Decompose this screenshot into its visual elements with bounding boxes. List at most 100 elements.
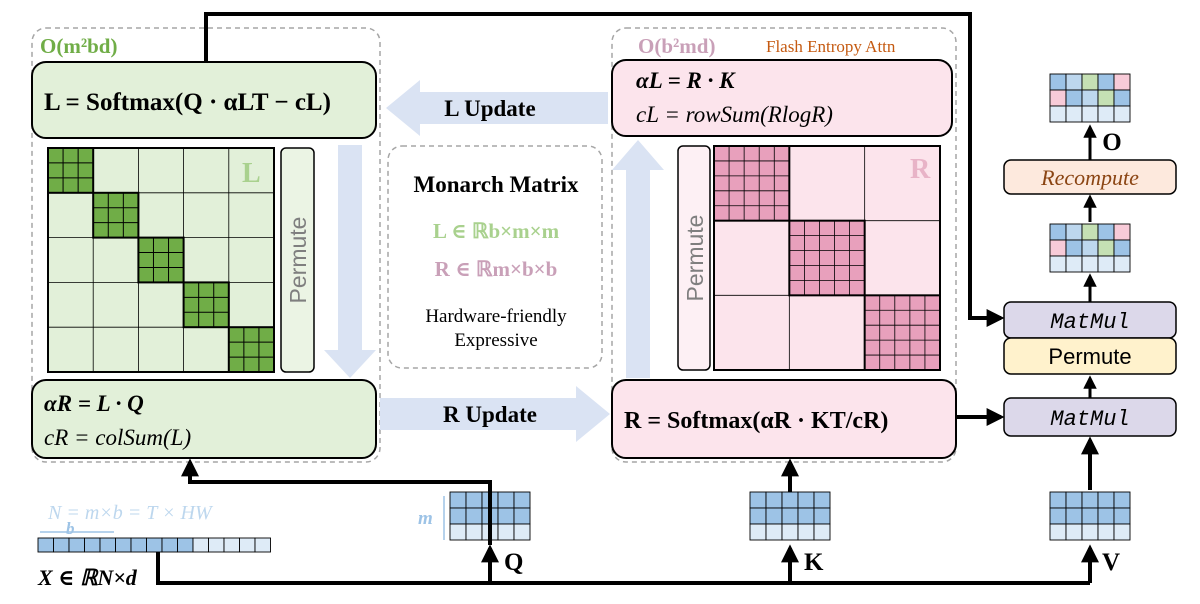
q-label: Q (504, 549, 523, 576)
k-token-grid-cell (797, 507, 815, 525)
flash-entropy-label: Flash Entropy Attn (766, 37, 896, 56)
permute-label: Permute (1048, 344, 1131, 369)
desc-expressive: Expressive (454, 330, 537, 351)
mid-token-grid-cell (1097, 255, 1115, 273)
v-token-grid-cell (1065, 523, 1083, 541)
right-up-arrow (612, 140, 664, 378)
v-token-grid-cell (1081, 523, 1099, 541)
x-token-cell (115, 537, 132, 553)
n-formula: N = m×b = T × HW (47, 502, 214, 524)
l-matrix-label: L (242, 158, 261, 189)
output-token-grid-cell (1049, 89, 1067, 107)
left-dashed-container (31, 27, 381, 463)
r-matrix-label: R (910, 154, 931, 185)
alpha-l-box (611, 59, 953, 137)
x-token-cell (84, 537, 101, 553)
x-token-cell (68, 537, 85, 553)
left-permute-box (280, 147, 315, 373)
x-formula: X ∈ ℝN×d (37, 565, 138, 590)
mid-token-grid-cell (1081, 255, 1099, 273)
v-token-grid-cell (1065, 491, 1083, 509)
v-token-grid-cell (1097, 523, 1115, 541)
l-diagonal-block (92, 191, 140, 239)
r-block-diagonal-matrix (713, 145, 942, 372)
matmul-bottom-label: MatMul (1050, 407, 1129, 432)
monarch-title: Monarch Matrix (413, 172, 579, 197)
l-softmax-formula: L = Softmax(Q · αLT − cL) (44, 89, 331, 116)
output-token-grid-cell (1113, 73, 1131, 91)
v-label: V (1102, 549, 1120, 576)
output-token-grid-cell (1113, 105, 1131, 123)
mid-token-grid-cell (1065, 223, 1083, 241)
k-label: K (804, 549, 824, 576)
mid-token-grid-cell (1097, 223, 1115, 241)
x-token-cell (192, 537, 209, 553)
k-token-grid-cell (797, 523, 815, 541)
left-down-arrow (324, 145, 376, 378)
q-token-grid-cell (449, 491, 467, 509)
left-permute-label: Permute (285, 217, 311, 304)
mid-token-grid-cell (1065, 239, 1083, 257)
mid-token-grid-cell (1049, 255, 1067, 273)
alpha-l-formula: αL = R · K (636, 68, 736, 93)
l-diagonal-block (137, 236, 185, 284)
output-token-grid-cell (1097, 73, 1115, 91)
q-token-grid-cell (513, 523, 531, 541)
left-complexity: O(m²bd) (40, 34, 117, 58)
q-token-grid-cell (497, 507, 515, 525)
x-token-cell (239, 537, 256, 553)
v-token-grid-cell (1049, 507, 1067, 525)
m-label: m (418, 508, 433, 529)
k-token-grid-cell (765, 507, 783, 525)
mid-token-grid-cell (1097, 239, 1115, 257)
r-definition: R ∈ ℝm×b×b (435, 257, 558, 281)
mid-token-grid-cell (1049, 239, 1067, 257)
q-token-grid-cell (465, 491, 483, 509)
l-update-label: L Update (444, 96, 535, 121)
mid-token-grid-cell (1113, 239, 1131, 257)
l-update-arrow (386, 80, 608, 136)
r-diagonal-block (788, 219, 866, 297)
k-token-grid-cell (797, 491, 815, 509)
x-token-cell (130, 537, 147, 553)
output-token-grid-cell (1049, 73, 1067, 91)
c-l-formula: cL = rowSum(RlogR) (636, 102, 833, 127)
desc-hardware: Hardware-friendly (425, 306, 567, 327)
r-update-label: R Update (443, 402, 537, 427)
right-permute-label: Permute (682, 215, 708, 302)
v-token-grid-cell (1049, 523, 1067, 541)
x-token-cell (161, 537, 178, 553)
output-token-grid-cell (1097, 89, 1115, 107)
l-diagonal-block (182, 281, 230, 329)
x-bus-line (156, 552, 1090, 585)
k-token-grid-cell (765, 491, 783, 509)
q-token-grid-cell (465, 523, 483, 541)
output-token-grid (1049, 73, 1131, 123)
v-token-grid-cell (1097, 491, 1115, 509)
l-definition: L ∈ ℝb×m×m (433, 219, 560, 243)
x-token-cell (146, 537, 163, 553)
k-token-grid-cell (813, 491, 831, 509)
q-token-grid (449, 491, 531, 541)
output-label: O (1102, 129, 1121, 156)
q-token-grid-cell (449, 523, 467, 541)
q-token-grid-cell (465, 507, 483, 525)
l-diagonal-block (227, 326, 276, 374)
k-token-grid-cell (781, 507, 799, 525)
q-token-grid-cell (497, 491, 515, 509)
alpha-r-formula: αR = L · Q (44, 391, 144, 416)
right-dashed-container (611, 27, 957, 463)
x-token-cell (223, 537, 240, 553)
k-token-grid-cell (781, 491, 799, 509)
mid-token-grid-cell (1049, 223, 1067, 241)
b-label: b (66, 519, 75, 538)
k-token-grid-cell (765, 523, 783, 541)
matmul-top-label: MatMul (1050, 310, 1129, 335)
x-token-cell (177, 537, 194, 553)
v-token-grid-cell (1081, 491, 1099, 509)
mid-token-grid-cell (1081, 239, 1099, 257)
output-token-grid-cell (1065, 73, 1083, 91)
v-token-grid-cell (1081, 507, 1099, 525)
r-softmax-formula: R = Softmax(αR · KT/cR) (624, 408, 888, 434)
